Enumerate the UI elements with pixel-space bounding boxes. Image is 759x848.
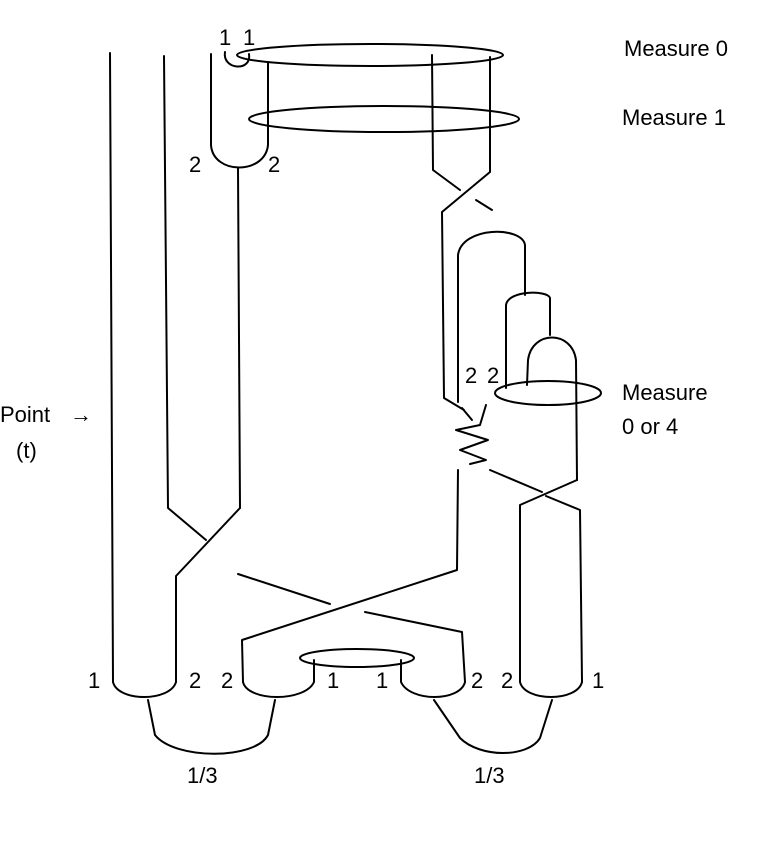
bottom-label-4: 1 <box>327 668 339 693</box>
fraction-left: 1/3 <box>187 763 218 788</box>
diagonal-left-to-right-b <box>364 611 466 683</box>
twist-zigzag <box>455 404 489 465</box>
diagonal-right-to-left <box>241 469 459 683</box>
bottom-label-1: 1 <box>88 668 100 693</box>
twist-right-tail <box>489 469 543 493</box>
point-variable: (t) <box>16 438 37 463</box>
diagonal-left-to-right <box>237 573 331 605</box>
point-arrow: → <box>70 402 92 427</box>
lower-right-cross-a <box>519 479 578 683</box>
bottom-label-2: 2 <box>189 668 201 693</box>
bottom-cup-1 <box>112 681 177 698</box>
bottom-label-8: 1 <box>592 668 604 693</box>
top-label-right: 1 <box>243 25 255 50</box>
bottom-cup-3 <box>400 659 466 698</box>
top-small-cup <box>223 51 251 68</box>
lower-right-cross-b <box>545 495 583 683</box>
strand-top-right-a <box>431 54 461 191</box>
measure-1-label: Measure 1 <box>622 105 726 130</box>
measure-0-or-4-label-line2: 0 or 4 <box>622 414 678 439</box>
cup-stem <box>237 167 241 509</box>
fraction-right: 1/3 <box>474 763 505 788</box>
cup-label-left: 2 <box>189 152 201 177</box>
cap-small-right <box>526 336 578 481</box>
bottom-cup-4 <box>519 681 583 698</box>
bottom-label-5: 1 <box>376 668 388 693</box>
cap-large-right <box>457 230 526 403</box>
strand-far-left <box>109 52 114 683</box>
measure-0-ellipse <box>236 43 504 67</box>
measure-0-or-4-ellipse <box>494 380 602 406</box>
strand-second-left <box>163 55 207 541</box>
right-pair-label-right: 2 <box>487 363 499 388</box>
strand-second-left-over <box>175 507 241 683</box>
point-label: Point <box>0 402 50 427</box>
bottom-label-6: 2 <box>471 668 483 693</box>
top-label-left: 1 <box>219 25 231 50</box>
top-left-cap <box>210 53 269 169</box>
bottom-cup-2 <box>242 659 315 698</box>
fusion-right <box>433 699 553 754</box>
right-pair-label-left: 2 <box>465 363 477 388</box>
measure-1-ellipse <box>248 105 520 133</box>
strand-top-right-c <box>475 199 493 211</box>
bottom-label-3: 2 <box>221 668 233 693</box>
measure-0-or-4-label-line1: Measure <box>622 380 708 405</box>
strand-top-right-b <box>441 56 491 411</box>
fusion-left <box>147 699 276 755</box>
twist-left-edge <box>461 407 473 421</box>
bottom-label-7: 2 <box>501 668 513 693</box>
cup-label-right: 2 <box>268 152 280 177</box>
measure-0-label: Measure 0 <box>624 36 728 61</box>
cap-medium-right <box>505 291 551 389</box>
bottom-center-ellipse <box>299 648 415 668</box>
